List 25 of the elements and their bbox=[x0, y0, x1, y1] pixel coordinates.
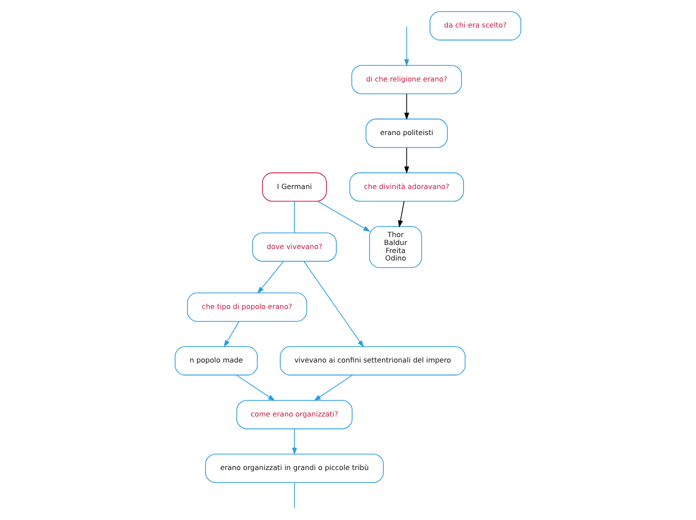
node-box: che tipo di popolo erano? bbox=[187, 292, 308, 322]
arrow bbox=[404, 147, 410, 174]
node-box: dove vivevano? bbox=[252, 232, 337, 262]
node-box: da chi era scelto? bbox=[430, 11, 522, 40]
arrow bbox=[224, 321, 240, 348]
arrow bbox=[404, 94, 410, 120]
arrow bbox=[292, 428, 297, 455]
node-box: erano politeisti bbox=[366, 118, 448, 148]
arrow bbox=[236, 374, 276, 401]
node-box: come erano organizzati? bbox=[236, 400, 353, 430]
arrow bbox=[404, 26, 410, 66]
arrow bbox=[304, 261, 364, 348]
arrow bbox=[318, 200, 370, 232]
arrow bbox=[257, 261, 284, 294]
node-box: erano organizzati in grandi o piccole tribù bbox=[205, 454, 384, 483]
arrow bbox=[314, 374, 353, 401]
node-box: Thor Baldur Freita Odino bbox=[369, 226, 422, 268]
node-box: vivevano ai confini settentrionali del impero bbox=[280, 346, 466, 376]
node-box: di che religione erano? bbox=[351, 64, 462, 94]
connector bbox=[294, 482, 295, 508]
node-box: n popolo made bbox=[174, 346, 258, 376]
node-box: che divinità adoravano? bbox=[349, 172, 464, 202]
node-box: I Germani bbox=[262, 172, 327, 202]
arrow bbox=[398, 200, 404, 228]
connector bbox=[294, 200, 295, 234]
